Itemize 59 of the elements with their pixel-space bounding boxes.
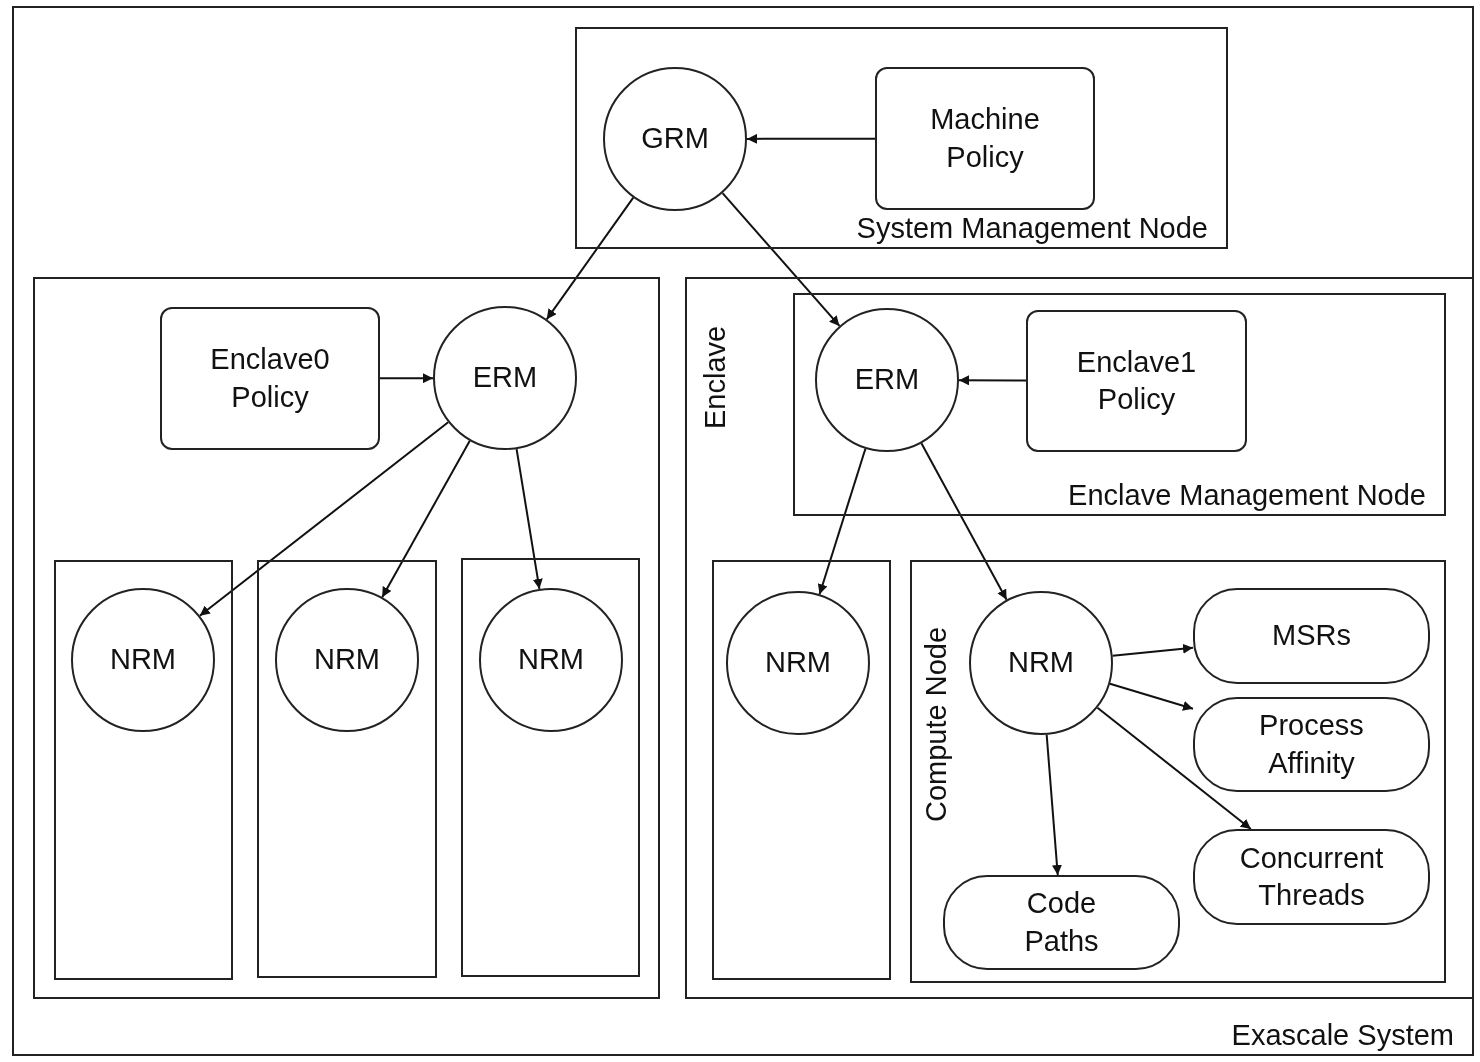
node-label: MSRs	[1272, 618, 1351, 654]
policy-box	[160, 307, 380, 450]
container-box	[712, 560, 891, 980]
arrow	[817, 447, 867, 596]
node-label: Concurrent Threads	[1238, 840, 1385, 913]
container-box	[685, 277, 1474, 999]
node-label: Process Affinity	[1258, 708, 1365, 781]
node-label: NRM	[313, 642, 380, 678]
manager-circle	[969, 591, 1113, 735]
arrow	[721, 192, 841, 327]
arrow	[515, 448, 543, 590]
component-box	[1193, 588, 1430, 684]
node-label: Enclave0 Policy	[209, 342, 331, 415]
policy-box	[875, 67, 1095, 210]
container-box	[257, 560, 437, 978]
node-label: GRM	[641, 121, 709, 157]
node-label: ERM	[472, 360, 538, 396]
container-box	[910, 560, 1446, 983]
node-label: NRM	[764, 645, 831, 681]
arrow	[1045, 733, 1062, 876]
arrow	[379, 373, 434, 384]
arrow	[1096, 706, 1252, 830]
node-label: NRM	[517, 642, 584, 678]
manager-circle	[433, 306, 577, 450]
manager-circle	[603, 67, 747, 211]
arrow	[746, 133, 876, 144]
container-label: Exascale System	[1231, 1019, 1454, 1052]
node-label: Enclave1 Policy	[1075, 344, 1198, 417]
arrow	[198, 421, 450, 617]
container-label: Enclave	[699, 325, 732, 429]
component-box	[1193, 829, 1430, 925]
node-label: NRM	[109, 642, 176, 678]
container-box	[461, 558, 640, 977]
container-box	[575, 27, 1228, 249]
node-label: NRM	[1007, 645, 1074, 681]
container-label: System Management Node	[856, 212, 1208, 245]
component-box	[943, 875, 1180, 970]
node-label: Machine Policy	[929, 102, 1041, 175]
arrow	[920, 442, 1008, 601]
container-box	[33, 277, 660, 999]
arrow	[381, 439, 471, 599]
arrow	[1111, 643, 1194, 657]
arrow	[1108, 682, 1194, 711]
container-box	[793, 293, 1446, 516]
node-label: Code Paths	[1023, 886, 1100, 959]
node-label: ERM	[854, 362, 920, 398]
container-label: Enclave Management Node	[1068, 479, 1426, 512]
manager-circle	[815, 308, 959, 452]
container-box	[12, 6, 1474, 1056]
arrow	[958, 375, 1027, 386]
arrow	[545, 196, 635, 321]
manager-circle	[275, 588, 419, 732]
component-box	[1193, 697, 1430, 792]
container-label: Compute Node	[920, 626, 953, 822]
container-box	[54, 560, 233, 980]
manager-circle	[726, 591, 870, 735]
manager-circle	[479, 588, 623, 732]
policy-box	[1026, 310, 1247, 452]
manager-circle	[71, 588, 215, 732]
